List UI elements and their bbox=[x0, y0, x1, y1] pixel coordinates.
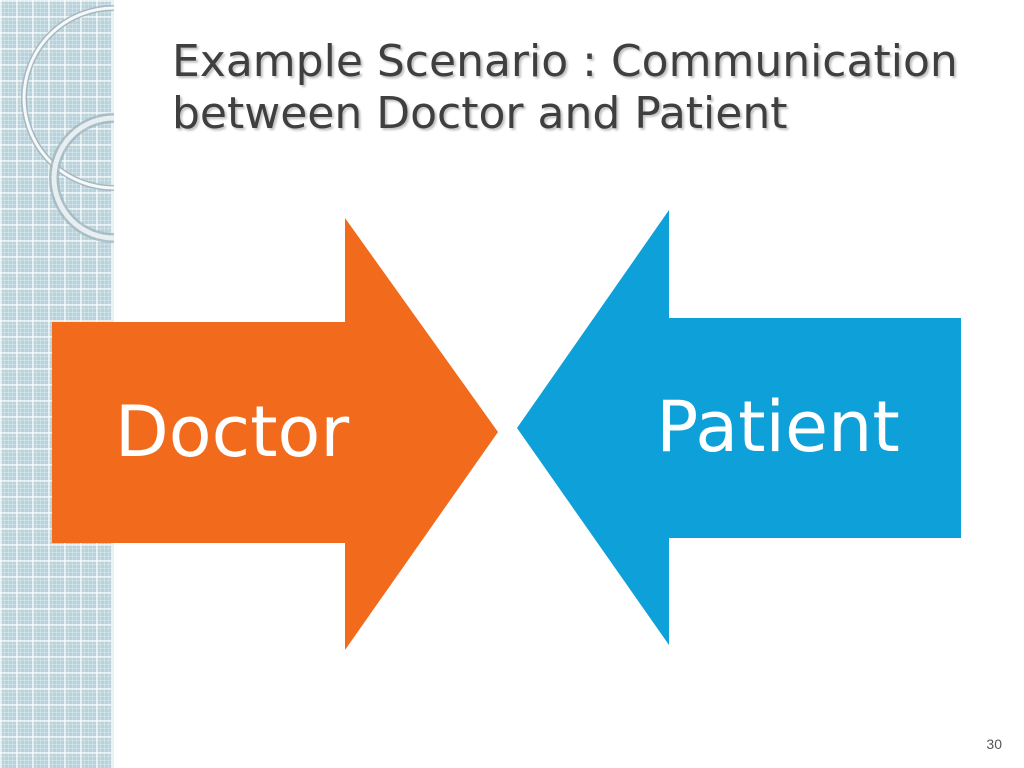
page-number: 30 bbox=[986, 736, 1002, 752]
decorative-rings bbox=[21, 5, 115, 243]
slide-title: Example Scenario : Communication between… bbox=[172, 36, 992, 140]
patient-label: Patient bbox=[656, 386, 900, 468]
patient-arrow bbox=[517, 210, 961, 645]
title-line-1: Example Scenario : Communication bbox=[172, 36, 958, 87]
doctor-label: Doctor bbox=[115, 391, 349, 473]
doctor-arrow bbox=[52, 218, 498, 650]
title-line-2: between Doctor and Patient bbox=[172, 87, 788, 139]
